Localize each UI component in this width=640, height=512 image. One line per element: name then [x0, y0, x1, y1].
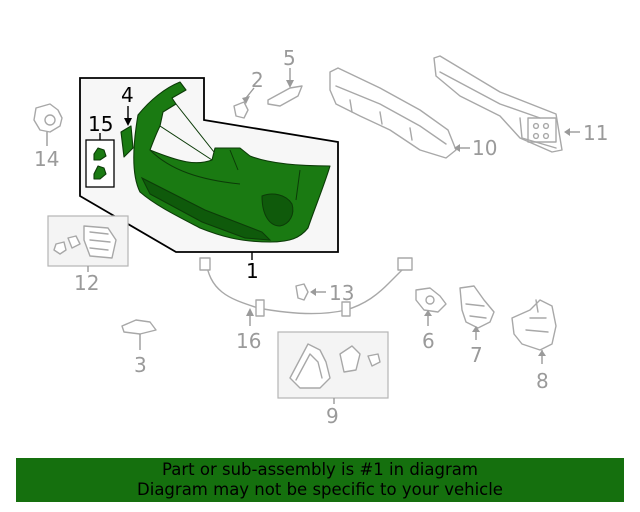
part-16-wire-harness[interactable]: [199, 257, 413, 326]
part-9-kit-box[interactable]: [277, 331, 389, 404]
bumper-lower-grille: [140, 176, 272, 241]
part-4-bracket-shape[interactable]: [120, 125, 134, 158]
callout-9[interactable]: 9: [326, 404, 339, 428]
exploded-parts-diagram: 4 15 1 2 5 10 11 14: [33, 46, 608, 428]
part-10-absorber[interactable]: [329, 67, 470, 159]
callout-2[interactable]: 2: [251, 68, 264, 92]
part-6-bracket[interactable]: [415, 287, 447, 326]
part-3-bracket[interactable]: [121, 319, 157, 350]
callout-11[interactable]: 11: [583, 121, 608, 145]
callout-7[interactable]: 7: [470, 343, 483, 367]
callout-4[interactable]: 4: [121, 83, 134, 107]
callout-1[interactable]: 1: [246, 259, 259, 283]
banner-line-2: Diagram may not be specific to your vehi…: [137, 480, 503, 499]
info-banner: Part or sub-assembly is #1 in diagram Di…: [16, 458, 624, 502]
callout-13[interactable]: 13: [329, 281, 354, 305]
callout-15[interactable]: 15: [88, 112, 113, 136]
part-5-bracket[interactable]: [267, 68, 303, 107]
part-14-sensor[interactable]: [33, 103, 63, 146]
part-8-bracket[interactable]: [511, 299, 557, 364]
part-15-box: [85, 139, 115, 188]
callout-8[interactable]: 8: [536, 369, 549, 393]
part-11-reinforcement[interactable]: [433, 55, 580, 153]
part-12-kit-box[interactable]: [47, 215, 129, 272]
part-13-clip[interactable]: [295, 283, 326, 301]
callout-10[interactable]: 10: [472, 136, 497, 160]
banner-line-1: Part or sub-assembly is #1 in diagram: [162, 460, 478, 479]
part-7-bracket[interactable]: [459, 285, 495, 340]
callout-3[interactable]: 3: [134, 353, 147, 377]
bumper-fog-recess: [261, 193, 294, 227]
part-15-clip-lower[interactable]: [93, 165, 107, 180]
callout-14[interactable]: 14: [34, 147, 59, 171]
part-2-clip[interactable]: [233, 87, 255, 119]
leader-4-arrow: [124, 118, 132, 126]
callout-5[interactable]: 5: [283, 46, 296, 70]
callout-16[interactable]: 16: [236, 329, 261, 353]
bumper-assembly-panel[interactable]: [79, 77, 339, 253]
callout-6[interactable]: 6: [422, 329, 435, 353]
callout-12[interactable]: 12: [74, 271, 99, 295]
bumper-contour-lines: [149, 103, 301, 201]
part-15-clip-upper[interactable]: [93, 147, 107, 161]
